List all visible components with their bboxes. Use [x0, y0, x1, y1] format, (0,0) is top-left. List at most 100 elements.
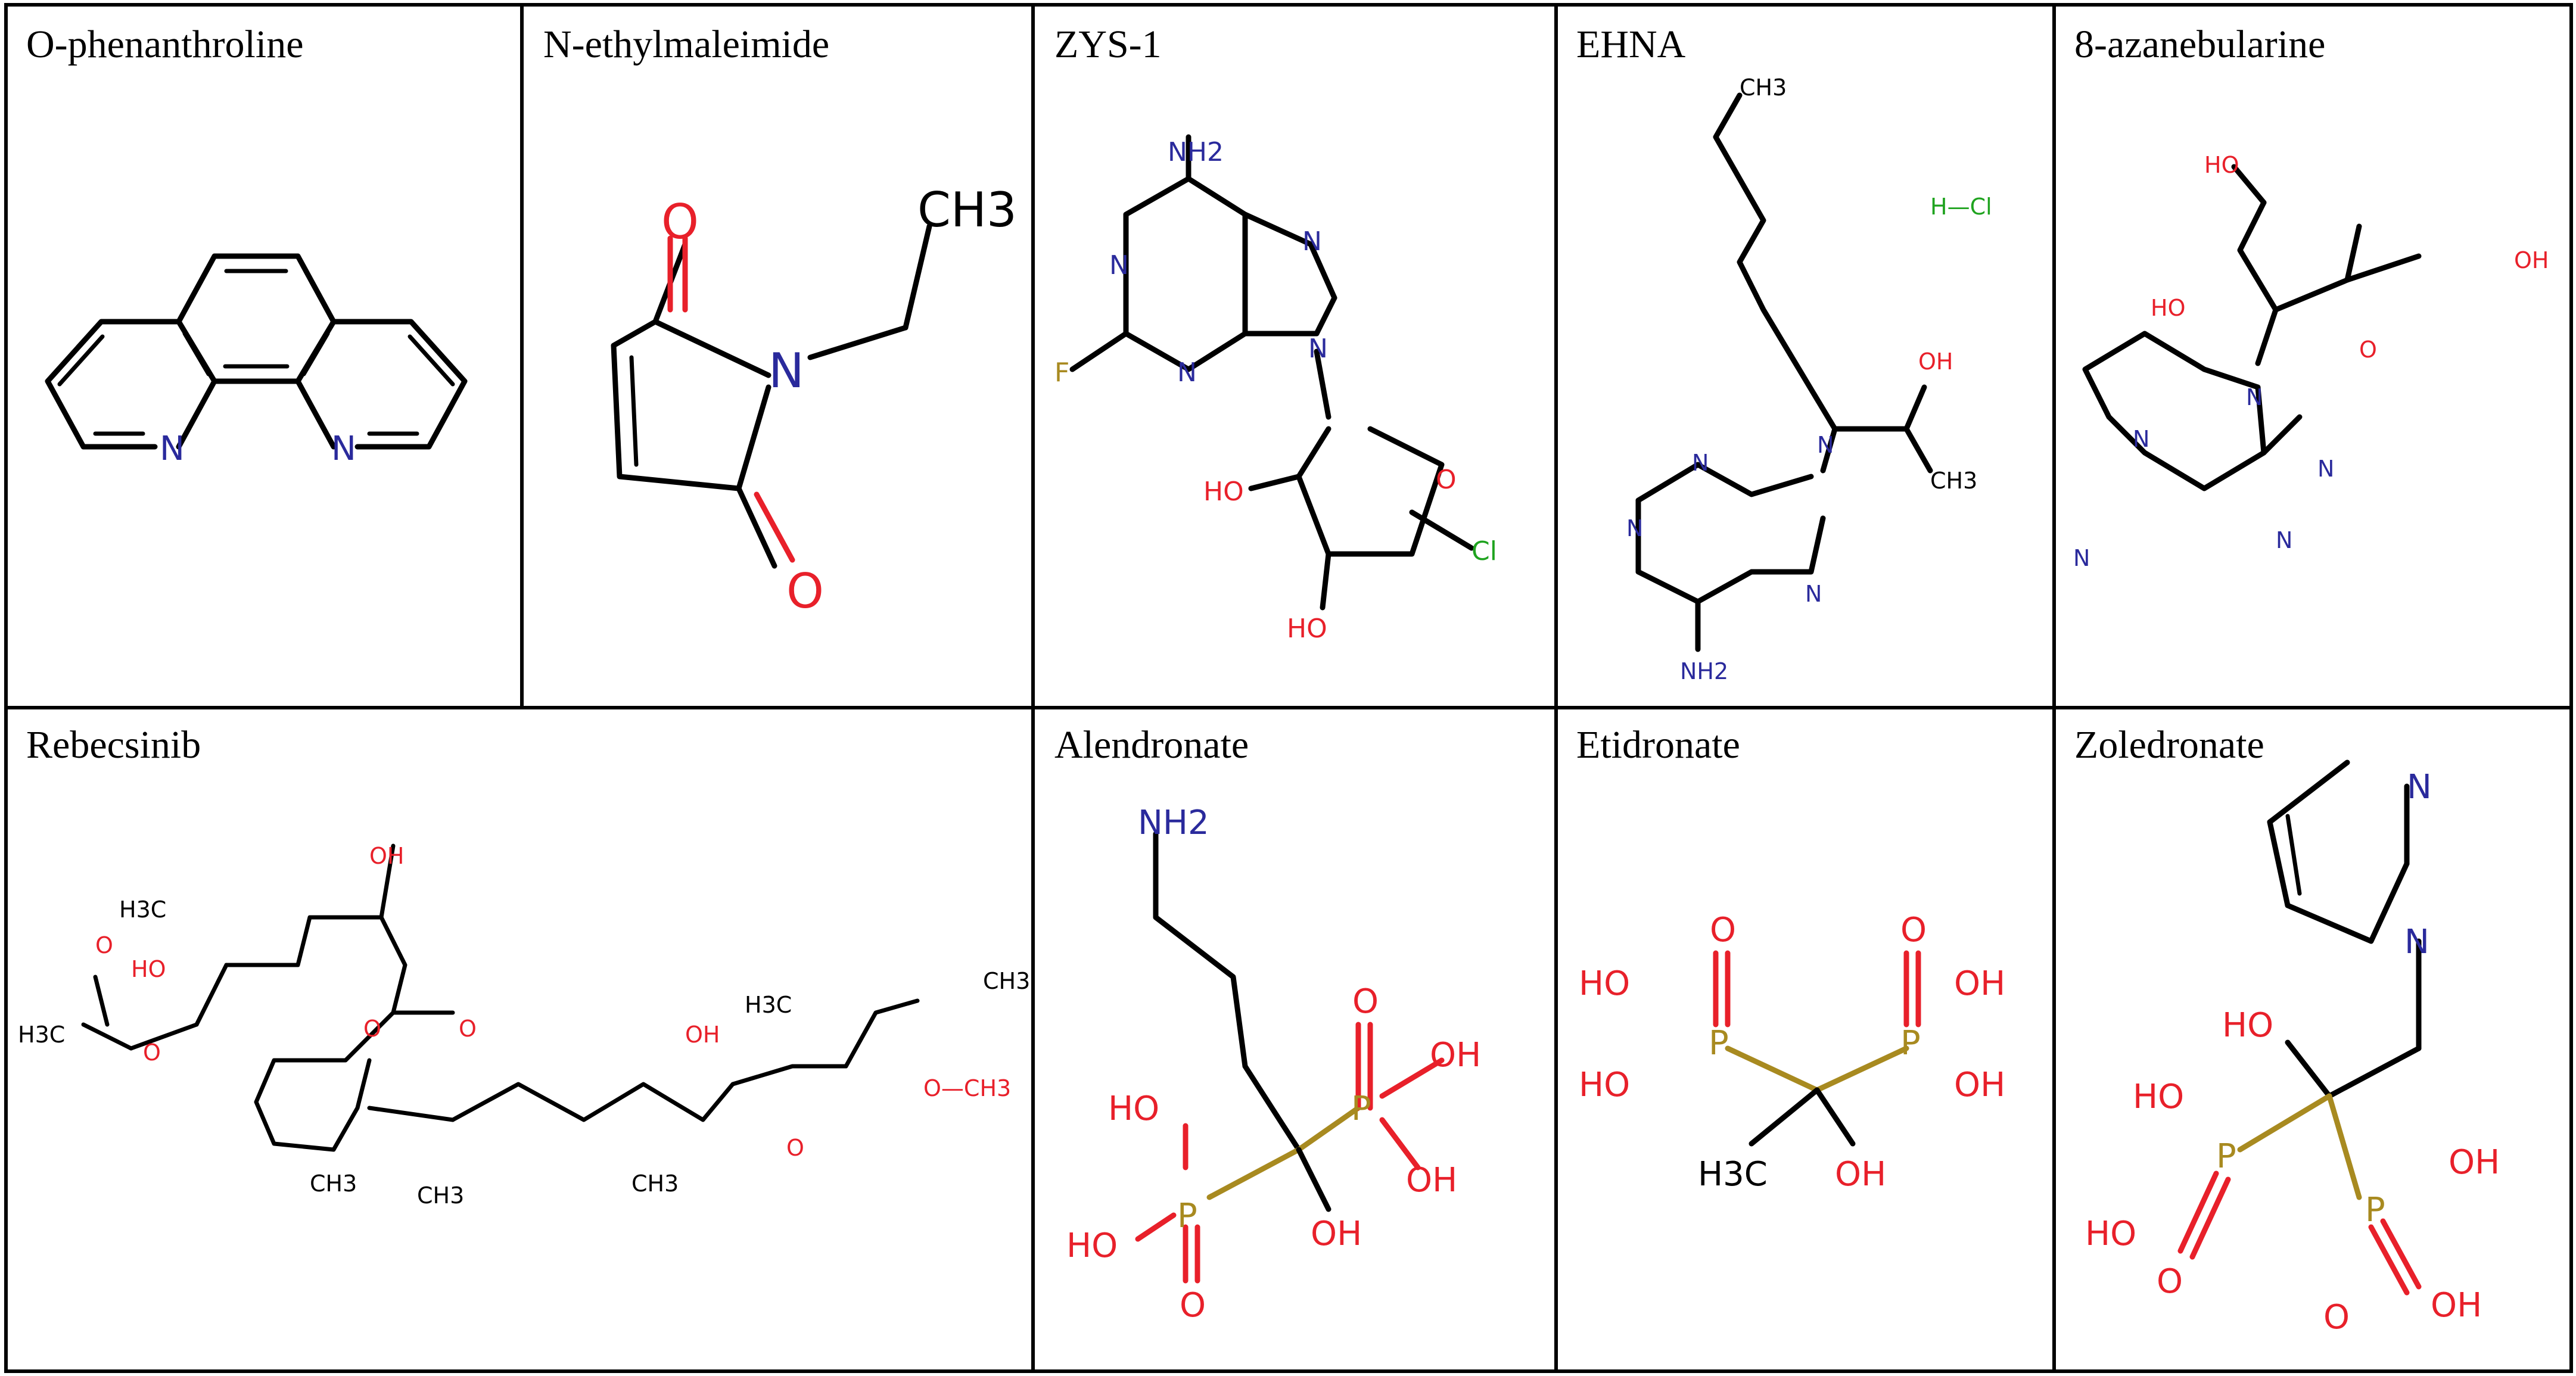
- atom-o: O: [2157, 1262, 2183, 1301]
- atom-o: O: [786, 564, 824, 619]
- atom-och3: O—CH3: [923, 1075, 1011, 1101]
- atom-nh2: NH2: [1680, 658, 1728, 684]
- panel-title-etidronate: Etidronate: [1576, 723, 1740, 767]
- atom-n: N: [1308, 334, 1328, 364]
- panel-title-alendronate: Alendronate: [1054, 723, 1249, 767]
- atom-oh: OH: [2431, 1286, 2482, 1325]
- atom-n: N: [1109, 250, 1129, 281]
- atom-o: O: [1710, 911, 1736, 949]
- panel-title-n-ethylmaleimide: N-ethylmaleimide: [543, 23, 829, 66]
- atom-ch3: CH3: [983, 968, 1030, 994]
- atom-n: N: [1177, 357, 1197, 388]
- atom-n: N: [1692, 450, 1709, 476]
- atom-ho: HO: [2151, 295, 2185, 321]
- atom-ho: HO: [2133, 1078, 2184, 1116]
- atom-o: O: [2359, 337, 2377, 363]
- atom-p: P: [1177, 1197, 1197, 1235]
- atom-ho: HO: [2222, 1006, 2273, 1045]
- atom-oh: OH: [1430, 1036, 1481, 1075]
- atom-o: O: [95, 932, 113, 958]
- atom-n: N: [2073, 545, 2090, 571]
- structure-rebecsinib: OH H3C HO O H3C O O O CH3 CH3 CH3 OH O H…: [18, 843, 1030, 1209]
- atom-ch3: CH3: [310, 1170, 357, 1197]
- atom-oh: OH: [369, 843, 404, 869]
- structure-8-azanebularine: HO HO O OH N N N N N: [2073, 152, 2549, 571]
- atom-cl: Cl: [1471, 536, 1497, 566]
- atom-h3c: H3C: [745, 992, 792, 1018]
- atom-h3c: H3C: [18, 1022, 65, 1048]
- atom-n: N: [1626, 515, 1643, 541]
- atom-oh: OH: [1954, 964, 2005, 1003]
- atom-hcl: H—Cl: [1930, 194, 1992, 220]
- panel-title-o-phenanthroline: O-phenanthroline: [26, 23, 304, 66]
- structure-zoledronate: N N HO HO HO P P O OH OH O: [2085, 759, 2500, 1337]
- atom-n: N: [2407, 768, 2432, 807]
- structure-etidronate: O O P P HO HO OH OH H3C OH: [1579, 911, 2005, 1194]
- atom-h3c: H3C: [1698, 1155, 1768, 1194]
- atom-o: O: [1436, 465, 1457, 495]
- atom-nh2: NH2: [1168, 137, 1224, 167]
- atom-oh: OH: [1311, 1215, 1362, 1253]
- atom-ho: HO: [2085, 1215, 2136, 1253]
- atom-oh: OH: [1918, 348, 1953, 375]
- panel-title-ehna: EHNA: [1576, 23, 1686, 66]
- atom-p: P: [2365, 1191, 2385, 1229]
- atom-oh: OH: [1406, 1161, 1457, 1200]
- atom-ch3: CH3: [1930, 468, 1977, 494]
- atom-oh: OH: [1835, 1155, 1886, 1194]
- atom-o: O: [1900, 911, 1927, 949]
- atom-ho: HO: [1108, 1089, 1159, 1128]
- panel-title-zys-1: ZYS-1: [1054, 23, 1162, 66]
- atom-p: P: [1709, 1024, 1729, 1063]
- atom-ch3: CH3: [1740, 74, 1787, 101]
- atom-nh2: NH2: [1138, 804, 1209, 842]
- atom-ho: HO: [1579, 964, 1630, 1003]
- atom-n: N: [2276, 527, 2292, 553]
- atom-o: O: [661, 194, 699, 250]
- atom-n: N: [2317, 456, 2334, 482]
- atom-ch3: CH3: [631, 1170, 679, 1197]
- panel-title-zoledronate: Zoledronate: [2074, 723, 2264, 767]
- atom-ho: HO: [131, 956, 166, 982]
- atom-p: P: [1900, 1024, 1921, 1063]
- atom-o: O: [786, 1135, 804, 1161]
- atom-ho: HO: [1203, 477, 1244, 507]
- atom-n: N: [331, 429, 356, 468]
- atom-n: N: [1302, 226, 1322, 257]
- panel-borders: [4, 3, 2573, 1373]
- structure-alendronate: NH2 P P O OH OH HO HO OH O: [1066, 804, 1481, 1325]
- atom-o: O: [1352, 982, 1379, 1021]
- atom-n: N: [2246, 384, 2263, 410]
- atom-n: N: [160, 429, 185, 468]
- panel-title-8-azanebularine: 8-azanebularine: [2074, 23, 2325, 66]
- atom-n: N: [2133, 426, 2149, 452]
- atom-o: O: [1180, 1286, 1206, 1325]
- atom-ho: HO: [1579, 1066, 1630, 1104]
- atom-ch3: CH3: [417, 1182, 464, 1209]
- atom-n: N: [769, 343, 804, 399]
- atom-f: F: [1054, 357, 1069, 388]
- atom-p: P: [2216, 1137, 2236, 1176]
- panel-title-rebecsinib: Rebecsinib: [26, 723, 201, 767]
- atom-o: O: [143, 1039, 161, 1066]
- atom-ch3: CH3: [917, 182, 1017, 238]
- structure-n-ethylmaleimide: O N O CH3: [611, 182, 1017, 619]
- atom-p: P: [1351, 1089, 1371, 1128]
- atom-n: N: [2404, 923, 2429, 961]
- atom-oh: OH: [1954, 1066, 2005, 1104]
- atom-n: N: [1817, 432, 1834, 458]
- atom-h3c: H3C: [119, 896, 166, 923]
- atom-o: O: [363, 1016, 381, 1042]
- atom-oh: OH: [685, 1022, 720, 1048]
- atom-ho: HO: [1287, 614, 1327, 644]
- atom-n: N: [1805, 581, 1822, 607]
- structure-o-phenanthroline: N N: [45, 253, 468, 468]
- atom-oh: OH: [2449, 1143, 2500, 1182]
- atom-o: O: [459, 1016, 477, 1042]
- structure-ehna: CH3 H—Cl OH CH3 N N N N NH2: [1626, 74, 1992, 684]
- atom-ho: HO: [2204, 152, 2239, 178]
- atom-o: O: [2323, 1298, 2350, 1337]
- atom-ho: HO: [1066, 1226, 1118, 1265]
- structure-zys-1: NH2 N N N N F O HO HO Cl: [1054, 134, 1497, 644]
